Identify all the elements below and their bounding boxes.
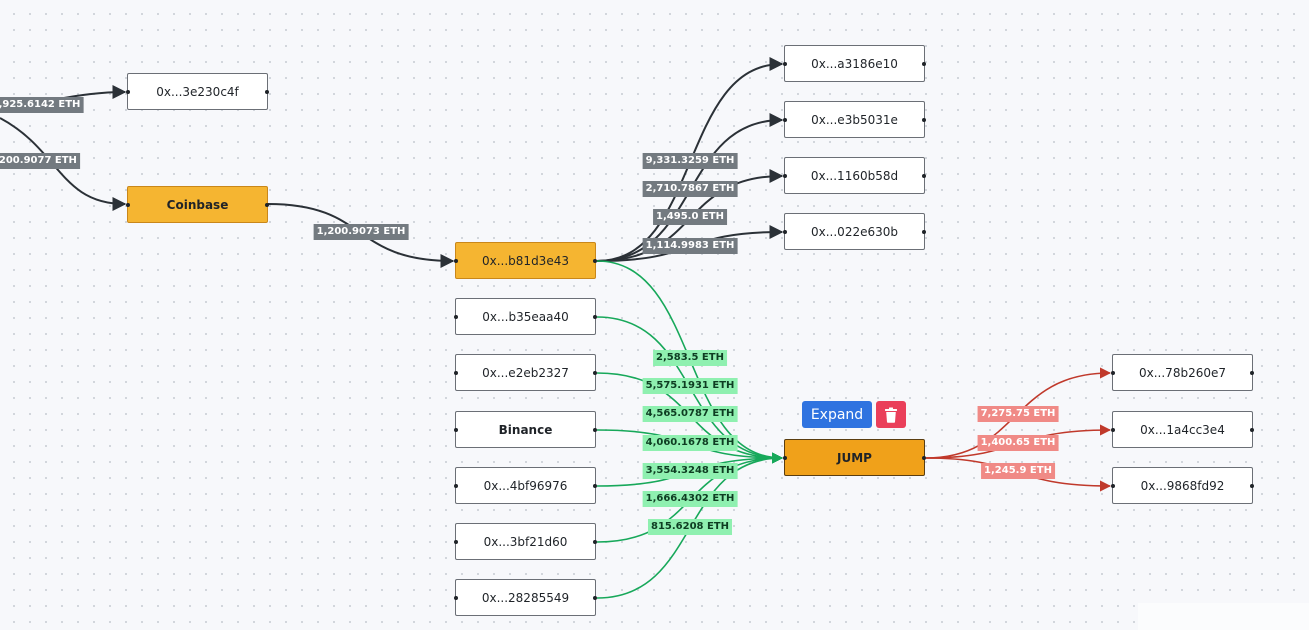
edge-label[interactable]: 5,575.1931 ETH	[642, 378, 738, 394]
target-handle[interactable]	[783, 173, 787, 178]
target-handle[interactable]	[783, 117, 787, 122]
edge-label[interactable]: 815.6208 ETH	[647, 519, 733, 535]
node-1a4cc3e4[interactable]: 0x...1a4cc3e4	[1111, 411, 1254, 448]
edge-label[interactable]: 2,710.7867 ETH	[642, 181, 738, 197]
node-label: 0x...1a4cc3e4	[1140, 422, 1225, 437]
node-label: Binance	[498, 422, 553, 437]
trash-icon	[885, 407, 897, 423]
node-label: 0x...3bf21d60	[483, 534, 568, 549]
node-3bf21d60[interactable]: 0x...3bf21d60	[454, 523, 597, 560]
node-label: 0x...e3b5031e	[811, 112, 898, 127]
edge-label[interactable]: 1,200.9073 ETH	[313, 224, 409, 240]
target-handle[interactable]	[454, 427, 458, 432]
delete-button[interactable]	[876, 401, 906, 428]
node-label: 0x...e2eb2327	[482, 365, 569, 380]
edge-label[interactable]: 1,666.4302 ETH	[642, 491, 738, 507]
source-handle[interactable]	[922, 229, 926, 234]
source-handle[interactable]	[1250, 427, 1254, 432]
node-1160b58d[interactable]: 0x...1160b58d	[783, 157, 926, 194]
source-handle[interactable]	[593, 539, 597, 544]
node-label: 0x...28285549	[481, 590, 570, 605]
source-handle[interactable]	[922, 455, 926, 460]
target-handle[interactable]	[783, 61, 787, 66]
node-label: 0x...3e230c4f	[156, 84, 239, 99]
node-022e630b[interactable]: 0x...022e630b	[783, 213, 926, 250]
canvas-corner-panel	[1138, 603, 1309, 630]
expand-button-label: Expand	[810, 406, 864, 423]
node-jump[interactable]: JUMP	[783, 439, 926, 476]
node-28285549[interactable]: 0x...28285549	[454, 579, 597, 616]
edge-label[interactable]: 7,275.75 ETH	[977, 406, 1059, 422]
target-handle[interactable]	[126, 202, 130, 207]
edge-label[interactable]: 1,245.9 ETH	[981, 463, 1055, 479]
target-handle[interactable]	[454, 595, 458, 600]
source-handle[interactable]	[593, 258, 597, 263]
target-handle[interactable]	[126, 89, 130, 94]
source-handle[interactable]	[922, 61, 926, 66]
node-a3186e10[interactable]: 0x...a3186e10	[783, 45, 926, 82]
edge-label[interactable]: 4,060.1678 ETH	[642, 435, 738, 451]
target-handle[interactable]	[1111, 427, 1115, 432]
node-label: 0x...9868fd92	[1140, 478, 1225, 493]
target-handle[interactable]	[783, 455, 787, 460]
node-label: 0x...b35eaa40	[482, 309, 569, 324]
target-handle[interactable]	[1111, 370, 1115, 375]
edge-label[interactable]: ,200.9077 ETH	[0, 153, 80, 169]
source-handle[interactable]	[593, 595, 597, 600]
node-b35eaa40[interactable]: 0x...b35eaa40	[454, 298, 597, 335]
node-label: 0x...a3186e10	[811, 56, 898, 71]
source-handle[interactable]	[593, 427, 597, 432]
target-handle[interactable]	[454, 539, 458, 544]
source-handle[interactable]	[593, 314, 597, 319]
node-4bf96976[interactable]: 0x...4bf96976	[454, 467, 597, 504]
source-handle[interactable]	[265, 89, 269, 94]
edge-to-coinbase[interactable]	[0, 117, 127, 211]
target-handle[interactable]	[454, 483, 458, 488]
source-handle[interactable]	[593, 483, 597, 488]
target-handle[interactable]	[1111, 483, 1115, 488]
edge-label[interactable]: 1,114.9983 ETH	[642, 238, 738, 254]
node-label: 0x...022e630b	[811, 224, 898, 239]
target-handle[interactable]	[454, 314, 458, 319]
node-b81d3e43[interactable]: 0x...b81d3e43	[454, 242, 597, 279]
node-coinbase[interactable]: Coinbase	[126, 186, 269, 223]
node-e3b5031e[interactable]: 0x...e3b5031e	[783, 101, 926, 138]
node-9868fd92[interactable]: 0x...9868fd92	[1111, 467, 1254, 504]
node-3e230c4f[interactable]: 0x...3e230c4f	[126, 73, 269, 110]
node-label: 0x...4bf96976	[483, 478, 568, 493]
source-handle[interactable]	[922, 173, 926, 178]
edge-label[interactable]: 1,495.0 ETH	[653, 209, 727, 225]
node-label: 0x...b81d3e43	[482, 253, 569, 268]
edge-label[interactable]: 2,583.5 ETH	[653, 350, 727, 366]
edge-label[interactable]: 2,925.6142 ETH	[0, 97, 84, 113]
source-handle[interactable]	[1250, 483, 1254, 488]
node-label: Coinbase	[166, 197, 229, 212]
node-78b260e7[interactable]: 0x...78b260e7	[1111, 354, 1254, 391]
target-handle[interactable]	[783, 229, 787, 234]
source-handle[interactable]	[1250, 370, 1254, 375]
edge-label[interactable]: 9,331.3259 ETH	[642, 153, 738, 169]
source-handle[interactable]	[922, 117, 926, 122]
edge-label[interactable]: 1,400.65 ETH	[977, 435, 1059, 451]
source-handle[interactable]	[593, 370, 597, 375]
node-label: 0x...1160b58d	[810, 168, 899, 183]
node-label: 0x...78b260e7	[1139, 365, 1226, 380]
target-handle[interactable]	[454, 370, 458, 375]
expand-button[interactable]: Expand	[802, 401, 872, 428]
source-handle[interactable]	[265, 202, 269, 207]
edge-label[interactable]: 3,554.3248 ETH	[642, 463, 738, 479]
node-e2eb2327[interactable]: 0x...e2eb2327	[454, 354, 597, 391]
target-handle[interactable]	[454, 258, 458, 263]
node-binance[interactable]: Binance	[454, 411, 597, 448]
node-label: JUMP	[837, 450, 872, 465]
edge-label[interactable]: 4,565.0787 ETH	[642, 406, 738, 422]
